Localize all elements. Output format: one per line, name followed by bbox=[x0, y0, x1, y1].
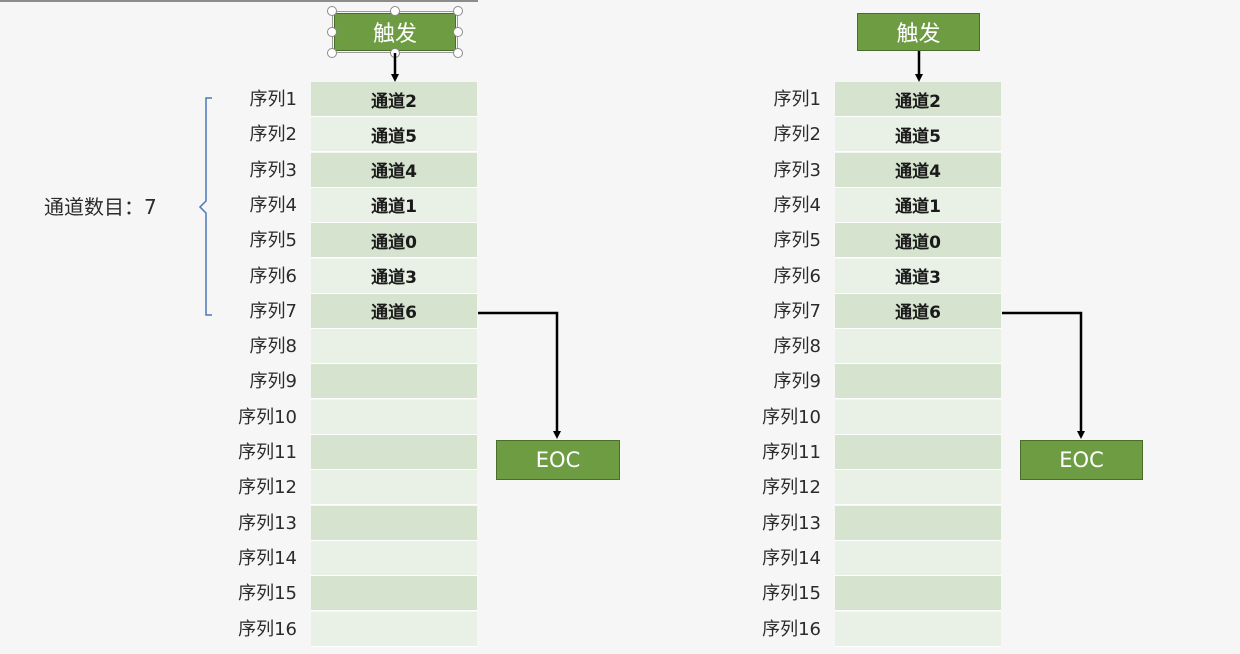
sequence-label: 序列12 bbox=[762, 477, 821, 499]
channel-cell bbox=[311, 470, 477, 506]
sequence-label: 序列9 bbox=[249, 371, 297, 393]
channel-cell: 通道3 bbox=[835, 258, 1001, 294]
channel-cell bbox=[311, 329, 477, 365]
sequence-label: 序列5 bbox=[773, 230, 821, 252]
channel-cell bbox=[311, 576, 477, 612]
channel-cell bbox=[835, 470, 1001, 506]
channel-cell bbox=[835, 611, 1001, 647]
sequence-label: 序列13 bbox=[238, 512, 297, 534]
sequence-label: 序列1 bbox=[249, 89, 297, 110]
channel-cell: 通道4 bbox=[835, 152, 1001, 188]
trigger-label: 触发 bbox=[372, 22, 417, 47]
channel-cell: 通道1 bbox=[311, 187, 477, 223]
sequence-label: 序列7 bbox=[249, 300, 297, 322]
sequence-label: 序列1 bbox=[773, 89, 821, 110]
channel-cell: 通道2 bbox=[835, 82, 1001, 117]
sequence-label: 序列8 bbox=[249, 336, 297, 358]
channel-cell bbox=[835, 505, 1001, 541]
trigger-box-left[interactable]: 触发 bbox=[334, 13, 456, 51]
channel-cell: 通道5 bbox=[835, 117, 1001, 153]
eoc-label: EOC bbox=[1059, 448, 1104, 472]
eoc-arrow-right bbox=[1002, 311, 1085, 439]
bracket-brace bbox=[198, 97, 212, 316]
channel-count-label: 通道数目：7 bbox=[44, 195, 157, 219]
resize-handle[interactable] bbox=[327, 6, 337, 16]
top-border-line bbox=[0, 0, 478, 2]
sequence-label: 序列12 bbox=[238, 477, 297, 499]
sequence-label: 序列8 bbox=[773, 336, 821, 358]
sequence-label: 序列7 bbox=[773, 300, 821, 322]
sequence-label: 序列15 bbox=[762, 583, 821, 605]
resize-handle[interactable] bbox=[453, 6, 463, 16]
trigger-label: 触发 bbox=[896, 22, 941, 47]
channel-cell bbox=[311, 540, 477, 576]
eoc-label: EOC bbox=[535, 448, 581, 472]
resize-handle[interactable] bbox=[390, 6, 400, 16]
channel-cell bbox=[835, 399, 1001, 435]
resize-handle[interactable] bbox=[453, 27, 463, 37]
sequence-label: 序列2 bbox=[249, 124, 297, 146]
channel-cell bbox=[311, 364, 477, 400]
channel-cell bbox=[835, 576, 1001, 612]
sequence-label: 序列16 bbox=[762, 618, 821, 640]
eoc-box-right[interactable]: EOC bbox=[1020, 440, 1143, 480]
channel-cell: 通道0 bbox=[311, 223, 477, 259]
sequence-label: 序列11 bbox=[762, 442, 821, 463]
eoc-arrow-left bbox=[478, 311, 561, 439]
sequence-label: 序列16 bbox=[238, 618, 297, 640]
eoc-box-left[interactable]: EOC bbox=[496, 440, 620, 480]
sequence-label: 序列15 bbox=[238, 583, 297, 605]
sequence-label: 序列4 bbox=[249, 194, 297, 216]
channel-cell bbox=[835, 540, 1001, 576]
channel-cell: 通道6 bbox=[835, 293, 1001, 329]
sequence-label: 序列2 bbox=[773, 124, 821, 146]
sequence-label: 序列6 bbox=[773, 265, 821, 287]
sequence-label: 序列5 bbox=[249, 230, 297, 252]
channel-cell: 通道1 bbox=[835, 187, 1001, 223]
channel-cell: 通道2 bbox=[311, 82, 477, 117]
resize-handle[interactable] bbox=[453, 48, 463, 58]
channel-cell bbox=[835, 329, 1001, 365]
sequence-label: 序列3 bbox=[773, 159, 821, 181]
channel-cell bbox=[311, 435, 477, 470]
sequence-label: 序列10 bbox=[762, 406, 821, 428]
sequence-label: 序列3 bbox=[249, 159, 297, 181]
resize-handle[interactable] bbox=[327, 48, 337, 58]
trigger-box-right[interactable]: 触发 bbox=[857, 13, 980, 51]
resize-handle[interactable] bbox=[327, 27, 337, 37]
channel-cell bbox=[835, 364, 1001, 400]
sequence-label: 序列10 bbox=[238, 406, 297, 428]
channel-cell bbox=[311, 399, 477, 435]
channel-cell: 通道5 bbox=[311, 117, 477, 153]
sequence-label: 序列4 bbox=[773, 194, 821, 216]
channel-cell bbox=[311, 505, 477, 541]
channel-cell: 通道3 bbox=[311, 258, 477, 294]
channel-cell: 通道6 bbox=[311, 293, 477, 329]
channel-cell: 通道0 bbox=[835, 223, 1001, 259]
channel-cell bbox=[835, 435, 1001, 470]
sequence-label: 序列14 bbox=[762, 547, 821, 569]
channel-cell bbox=[311, 611, 477, 647]
sequence-label: 序列6 bbox=[249, 265, 297, 287]
channel-cell: 通道4 bbox=[311, 152, 477, 188]
sequence-label: 序列13 bbox=[762, 512, 821, 534]
sequence-label: 序列14 bbox=[238, 547, 297, 569]
sequence-label: 序列9 bbox=[773, 371, 821, 393]
sequence-label: 序列11 bbox=[238, 442, 297, 463]
